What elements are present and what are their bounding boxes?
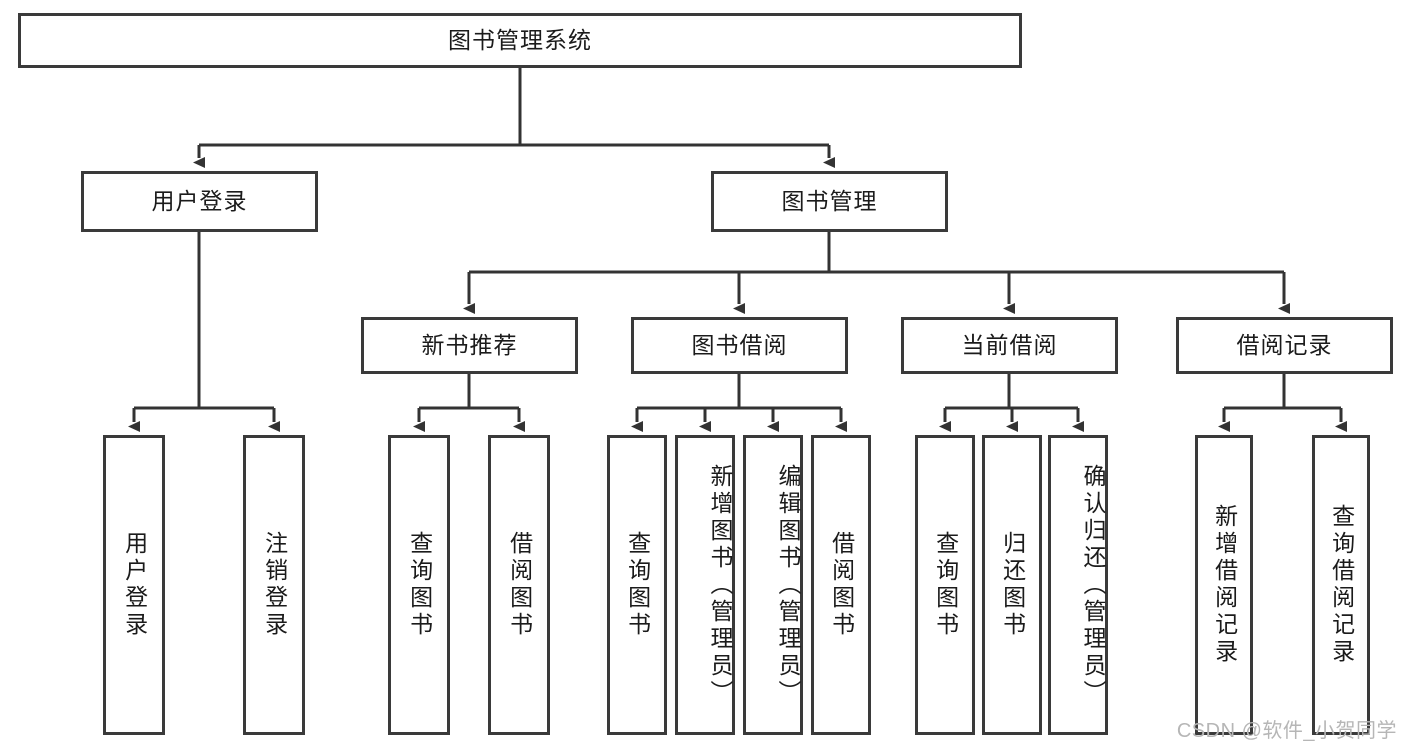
node-label: 查询图书 bbox=[624, 531, 651, 639]
node-label: 查询借阅记录 bbox=[1328, 504, 1355, 666]
node-label: 图书借阅 bbox=[691, 331, 788, 358]
leaf-borrow-book[interactable]: 借阅图书 bbox=[811, 435, 871, 735]
node-label: 注销登录 bbox=[261, 531, 288, 639]
leaf-logout[interactable]: 注销登录 bbox=[243, 435, 305, 735]
node-label: 查询图书 bbox=[932, 531, 959, 639]
leaf-query-book-current[interactable]: 查询图书 bbox=[915, 435, 975, 735]
node-new-book-recommend[interactable]: 新书推荐 bbox=[361, 317, 578, 374]
node-label: 新增图书（管理员） bbox=[707, 463, 733, 707]
node-book-borrow[interactable]: 图书借阅 bbox=[631, 317, 848, 374]
node-label: 用户登录 bbox=[121, 531, 148, 639]
node-user-login[interactable]: 用户登录 bbox=[81, 171, 318, 232]
node-book-management[interactable]: 图书管理 bbox=[711, 171, 948, 232]
node-current-borrow[interactable]: 当前借阅 bbox=[901, 317, 1118, 374]
node-label: 新增借阅记录 bbox=[1211, 504, 1238, 666]
node-label: 图书管理 bbox=[781, 187, 878, 214]
node-label: 图书管理系统 bbox=[448, 26, 592, 53]
leaf-add-borrow-record[interactable]: 新增借阅记录 bbox=[1195, 435, 1253, 735]
leaf-borrow-book-recommend[interactable]: 借阅图书 bbox=[488, 435, 550, 735]
leaf-query-book-recommend[interactable]: 查询图书 bbox=[388, 435, 450, 735]
leaf-query-borrow-record[interactable]: 查询借阅记录 bbox=[1312, 435, 1370, 735]
node-label: 查询图书 bbox=[406, 531, 433, 639]
leaf-query-book-borrow[interactable]: 查询图书 bbox=[607, 435, 667, 735]
node-label: 用户登录 bbox=[151, 187, 248, 214]
leaf-user-login[interactable]: 用户登录 bbox=[103, 435, 165, 735]
leaf-return-book[interactable]: 归还图书 bbox=[982, 435, 1042, 735]
leaf-edit-book-admin[interactable]: 编辑图书（管理员） bbox=[743, 435, 803, 735]
leaf-add-book-admin[interactable]: 新增图书（管理员） bbox=[675, 435, 735, 735]
node-root-system[interactable]: 图书管理系统 bbox=[18, 13, 1022, 68]
node-label: 当前借阅 bbox=[961, 331, 1058, 358]
node-label: 归还图书 bbox=[999, 531, 1026, 639]
node-label: 新书推荐 bbox=[421, 331, 518, 358]
node-label: 借阅记录 bbox=[1236, 331, 1333, 358]
node-label: 编辑图书（管理员） bbox=[775, 463, 801, 707]
node-label: 借阅图书 bbox=[828, 531, 855, 639]
node-label: 确认归还（管理员） bbox=[1080, 463, 1106, 707]
leaf-confirm-return-admin[interactable]: 确认归还（管理员） bbox=[1048, 435, 1108, 735]
node-borrow-record[interactable]: 借阅记录 bbox=[1176, 317, 1393, 374]
node-label: 借阅图书 bbox=[506, 531, 533, 639]
watermark: CSDN @软件_小贺同学 bbox=[1176, 720, 1397, 742]
